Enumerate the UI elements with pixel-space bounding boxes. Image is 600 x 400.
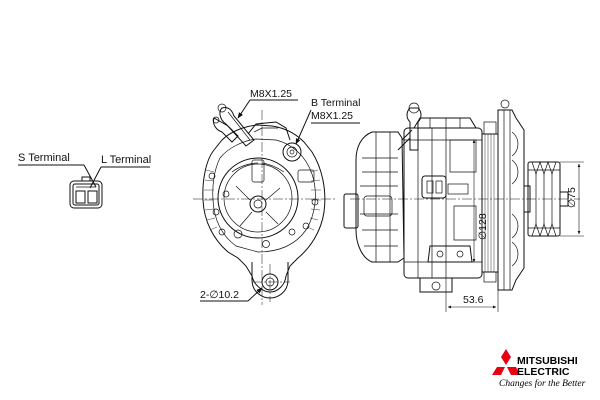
brand-name-line2: ELECTRIC	[517, 366, 570, 378]
brand-name-line1: MITSUBISHI	[517, 355, 578, 367]
side-tube	[397, 102, 422, 151]
front-view: M8X1.25 B Terminal M8X1.25 2-∅10.2	[193, 88, 360, 305]
dim-len-53-6: 53.6	[445, 278, 499, 312]
front-lower-ear	[251, 262, 290, 302]
l-terminal-label: L Terminal	[101, 154, 151, 166]
m8-lower-label: M8X1.25	[311, 110, 353, 122]
s-terminal-leader	[83, 164, 97, 188]
dia-128-label: ∅128	[477, 213, 489, 240]
l-terminal-leader	[89, 166, 102, 189]
front-hub	[249, 195, 267, 213]
front-ribs-right	[302, 169, 321, 231]
front-main-cover	[217, 157, 299, 239]
b-terminal-leader	[295, 109, 312, 145]
hole-dim-label: 2-∅10.2	[200, 289, 239, 301]
s-terminal-label: S Terminal	[18, 152, 70, 164]
front-housing-outline	[202, 124, 326, 293]
mitsubishi-logo: MITSUBISHI ELECTRIC Changes for the Bett…	[492, 349, 586, 389]
side-front-housing	[497, 99, 525, 291]
front-ribs-left	[204, 169, 226, 236]
m8-upper-leader	[237, 99, 251, 119]
side-vacuum-pump	[343, 131, 405, 263]
front-upper-ear	[247, 121, 291, 141]
connector-detail: S Terminal L Terminal	[18, 152, 151, 209]
dim-dia-128: ∅128	[472, 139, 489, 263]
hole-dim-leader	[247, 287, 263, 302]
b-terminal-stud	[282, 142, 302, 162]
b-terminal-label: B Terminal	[311, 97, 360, 109]
front-connector-socket	[297, 169, 315, 183]
side-housing	[403, 117, 483, 293]
three-diamonds-icon	[492, 349, 520, 375]
m8-upper-label: M8X1.25	[250, 88, 292, 100]
connector-plug	[69, 176, 103, 209]
side-pulley	[523, 161, 569, 237]
side-view: ∅75 ∅128 53.6	[343, 99, 584, 312]
dim-dia-75: ∅75	[560, 161, 584, 237]
brand-tagline: Changes for the Better	[499, 378, 586, 389]
len-53-6-label: 53.6	[463, 294, 484, 306]
side-stator-fins	[481, 121, 499, 283]
front-vacuum-tube	[212, 103, 255, 147]
dia-75-label: ∅75	[566, 187, 578, 208]
